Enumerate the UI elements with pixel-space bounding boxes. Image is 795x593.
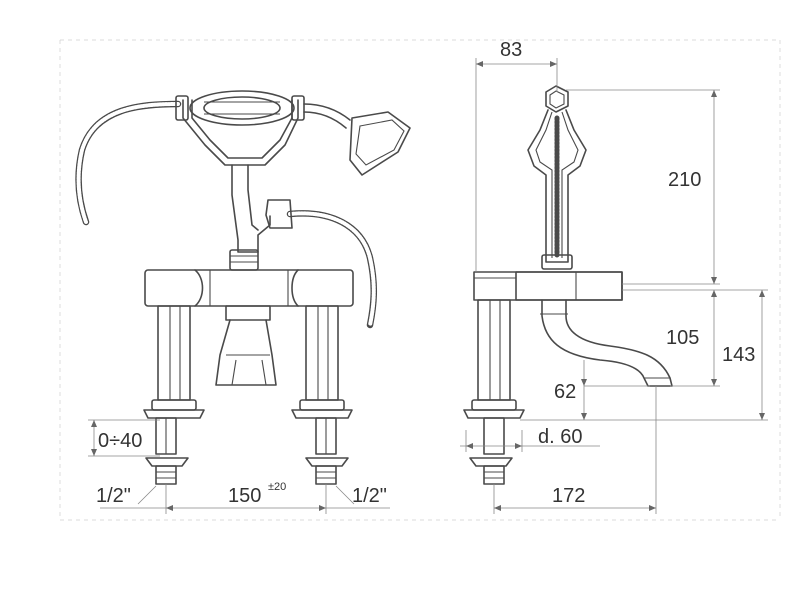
dimension-labels: 83 210 105 143 62 0÷40 d. 60 172 150 ±20… [96, 39, 755, 507]
label-spout-clearance: 62 [554, 381, 576, 403]
label-hole-diameter: d. 60 [538, 426, 582, 448]
label-total-height: 143 [722, 344, 755, 366]
side-view [460, 58, 768, 514]
top-width-dimension [475, 58, 558, 272]
side-handset [527, 85, 587, 270]
shower-head [303, 103, 411, 176]
projection-dimension [493, 386, 657, 514]
front-spout [215, 305, 277, 386]
label-handset-height: 210 [668, 169, 701, 191]
deck-body [144, 269, 354, 307]
front-view [75, 90, 411, 514]
side-spout [540, 299, 673, 387]
central-column [229, 164, 293, 271]
spout-clearance-dimension [581, 360, 650, 420]
label-left-thread: 1/2" [96, 485, 131, 507]
handset-height-dimension [566, 89, 720, 285]
handset-cradle [175, 90, 305, 166]
left-leg [143, 305, 205, 485]
label-right-thread: 1/2" [352, 485, 387, 507]
side-body [473, 271, 623, 301]
hole-diameter-dimension [460, 430, 600, 452]
spout-height-dimension [670, 290, 720, 387]
label-projection: 172 [552, 485, 585, 507]
centres-dimension [100, 484, 390, 514]
left-shower-hose [75, 100, 182, 226]
side-leg [463, 299, 525, 485]
total-height-dimension [520, 289, 768, 421]
background-grid [59, 39, 781, 521]
right-leg [291, 305, 353, 485]
label-spout-height: 105 [666, 327, 699, 349]
label-top-width: 83 [500, 39, 522, 61]
deck-thickness-dimension [88, 419, 160, 457]
label-deck-thickness: 0÷40 [98, 430, 142, 452]
label-centres: 150 [228, 485, 261, 507]
label-centres-tolerance: ±20 [268, 481, 286, 493]
right-shower-hose [286, 210, 378, 329]
